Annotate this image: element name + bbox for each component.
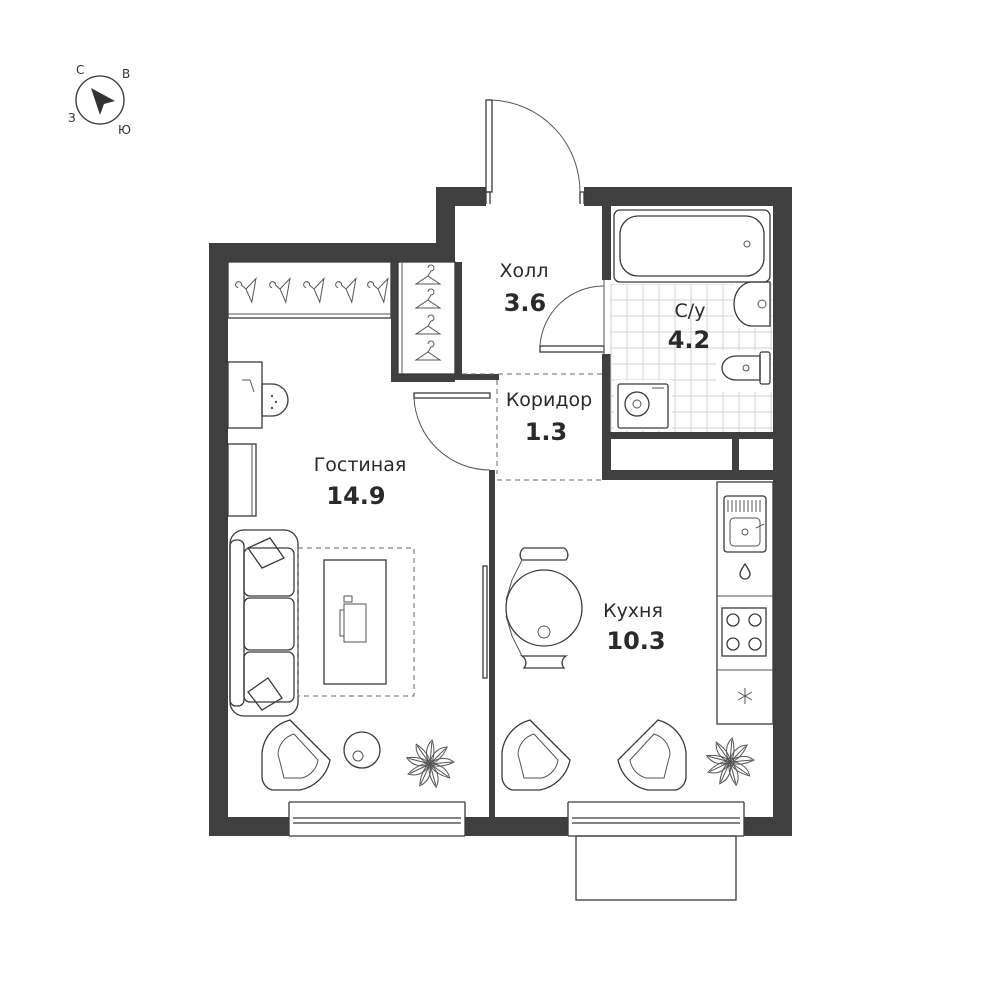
kitchen-door — [482, 565, 488, 679]
hanger-icon — [335, 277, 357, 304]
water-drop-icon — [739, 562, 751, 580]
hanger-icon — [235, 277, 257, 304]
room-bathroom-label: С/у — [675, 300, 706, 322]
room-corridor-label: Коридор — [506, 389, 592, 411]
hanger-icon — [367, 277, 389, 304]
room-hall-area: 3.6 — [504, 289, 547, 317]
hanger-icons-living — [235, 277, 389, 304]
hanger-icon — [414, 264, 442, 285]
plant-leaf — [429, 746, 448, 765]
compass-arrow-icon — [91, 88, 115, 115]
plant-leaf — [729, 744, 748, 763]
compass-west: З — [68, 111, 76, 125]
desk — [227, 361, 289, 517]
armchair-living — [261, 719, 331, 791]
room-hall: Холл 3.6 — [500, 260, 549, 317]
washing-machine-icon — [614, 380, 672, 430]
wardrobe-hall — [397, 261, 456, 375]
balcony — [575, 835, 737, 901]
room-kitchen-label: Кухня — [603, 600, 663, 622]
bathroom-sink-icon — [733, 281, 771, 328]
living-window — [288, 801, 466, 837]
room-corridor: Коридор 1.3 — [506, 389, 592, 446]
hanger-icon — [414, 314, 442, 335]
room-living-label: Гостиная — [314, 454, 407, 476]
bathroom-door — [539, 280, 605, 354]
entrance-door — [485, 99, 585, 204]
room-bathroom-area: 4.2 — [668, 326, 711, 354]
room-kitchen: Кухня 10.3 — [603, 600, 666, 655]
compass-south: Ю — [118, 123, 131, 137]
compass-east: В — [122, 67, 130, 81]
room-living-area: 14.9 — [326, 482, 385, 510]
plant-icon-kitchen — [705, 737, 755, 787]
compass-ring — [75, 75, 125, 125]
hanger-icon — [303, 277, 325, 304]
hanger-icon — [414, 288, 442, 309]
snowflake-icon — [737, 688, 753, 704]
kitchen-window — [567, 801, 745, 837]
room-kitchen-area: 10.3 — [606, 627, 665, 655]
wardrobe-living — [227, 261, 392, 319]
hanger-icon — [269, 277, 291, 304]
plant-icon-living — [405, 739, 455, 789]
room-bathroom: С/у 4.2 — [668, 300, 711, 354]
room-corridor-area: 1.3 — [525, 418, 568, 446]
corridor-boundaries — [462, 373, 604, 481]
compass-north: С — [76, 63, 84, 77]
coffee-table-area — [297, 547, 415, 697]
room-living: Гостиная 14.9 — [314, 454, 407, 510]
bathtub-icon — [611, 206, 771, 284]
side-table — [343, 731, 381, 769]
toilet-icon — [716, 350, 772, 392]
armchair-kitchen-left — [501, 719, 571, 791]
stove-icon — [721, 607, 767, 657]
living-door — [413, 392, 491, 471]
sofa — [229, 529, 299, 717]
hanger-icon — [414, 340, 442, 361]
sink-icon — [723, 495, 767, 553]
armchair-kitchen-right — [617, 719, 687, 791]
dining-table — [505, 547, 583, 669]
kitchen-counter — [716, 481, 774, 725]
compass: С В Ю З — [68, 63, 131, 137]
room-hall-label: Холл — [500, 260, 549, 282]
hanger-icons-hall — [414, 264, 442, 361]
